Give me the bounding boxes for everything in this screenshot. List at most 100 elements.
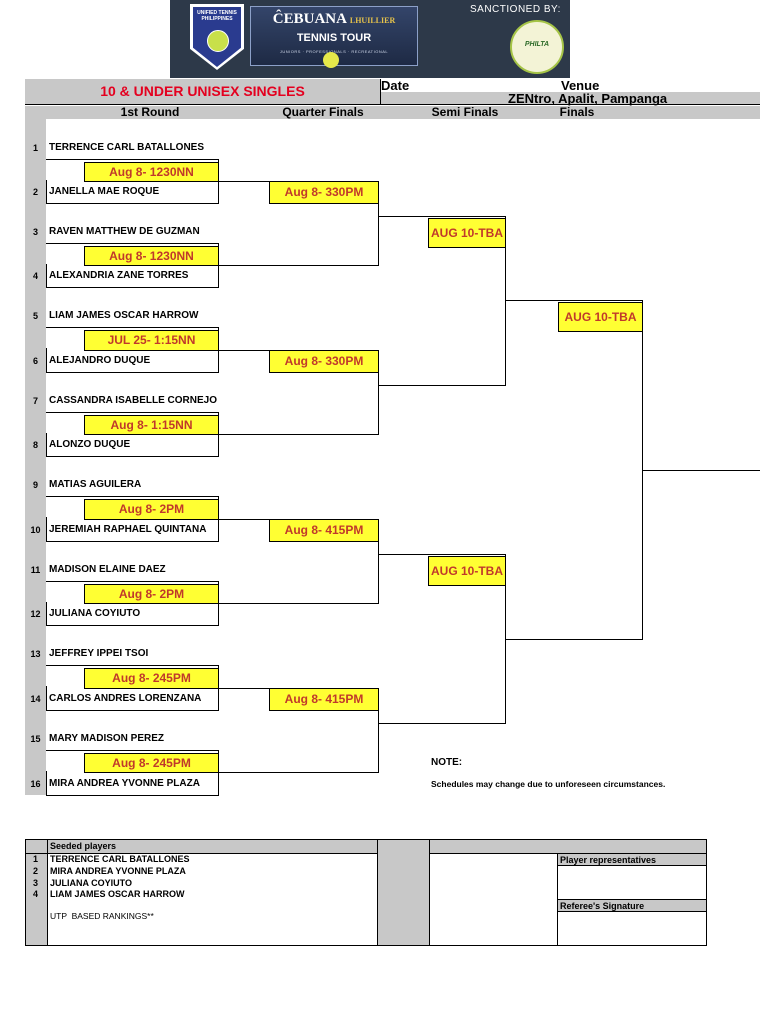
player-name: JEREMIAH RAPHAEL QUINTANA (49, 524, 207, 535)
bracket-line (46, 625, 218, 626)
player-number: 4 (32, 271, 38, 281)
note-text: Schedules may change due to unforeseen c… (431, 779, 666, 789)
player-number: 1 (32, 143, 38, 153)
bracket-line (378, 688, 379, 773)
seeded-players-table (25, 839, 707, 946)
round-header-1st-round: 1st Round (120, 105, 180, 119)
round-header-semi-finals: Semi Finals (431, 105, 499, 119)
bracket-line (218, 772, 378, 773)
philta-logo: PHILTA (510, 20, 564, 74)
player-name: CARLOS ANDRES LORENZANA (49, 693, 202, 704)
venue-label: Venue (561, 78, 600, 93)
bracket-line (46, 602, 47, 626)
bracket-line (505, 216, 506, 386)
bracket-line (46, 665, 218, 666)
seed-number: 3 (33, 878, 39, 888)
rankings-note: UTP BASED RANKINGS** (50, 911, 154, 921)
table-line (557, 865, 707, 866)
semifinal-schedule: AUG 10-TBA (428, 218, 506, 248)
quarterfinal-schedule: Aug 8- 415PM (269, 688, 379, 711)
player-reps-header (558, 854, 706, 865)
table-line (557, 899, 707, 900)
bracket-line (46, 348, 47, 373)
player-number: 6 (32, 356, 38, 366)
bracket-line (46, 541, 218, 542)
table-spacer-column (378, 840, 429, 945)
table-line (429, 839, 430, 946)
match-schedule: Aug 8- 1230NN (84, 162, 219, 182)
player-name: JEFFREY IPPEI TSOI (49, 648, 149, 659)
player-name: MARY MADISON PEREZ (49, 733, 165, 744)
bracket-line (378, 723, 505, 724)
player-number: 9 (32, 480, 38, 490)
table-line (377, 839, 378, 946)
bracket-line (46, 264, 47, 288)
bracket-line (46, 372, 218, 373)
player-number: 5 (32, 311, 38, 321)
bracket-line (46, 771, 47, 796)
title-row-divider (380, 79, 381, 104)
player-number: 14 (30, 694, 41, 704)
player-name: MATIAS AGUILERA (49, 479, 142, 490)
bracket-line (378, 554, 505, 555)
rounds-header-row (25, 106, 760, 119)
player-name: LIAM JAMES OSCAR HARROW (49, 310, 199, 321)
table-line (25, 853, 707, 854)
header-banner: UNIFIED TENNIS PHILIPPINES ĈEBUANA LHUIL… (170, 0, 570, 78)
match-schedule: Aug 8- 1:15NN (84, 415, 219, 435)
tennis-tour-title: TENNIS TOUR (296, 32, 372, 44)
seed-player-name: LIAM JAMES OSCAR HARROW (50, 889, 185, 899)
referee-signature-label: Referee's Signature (560, 901, 645, 911)
bracket-line (46, 581, 218, 582)
seed-number: 2 (33, 866, 39, 876)
quarterfinal-schedule: Aug 8- 330PM (269, 350, 379, 373)
quarterfinal-schedule: Aug 8- 330PM (269, 181, 379, 204)
seed-player-name: TERRENCE CARL BATALLONES (50, 854, 190, 864)
player-name: TERRENCE CARL BATALLONES (49, 142, 204, 153)
match-schedule: Aug 8- 245PM (84, 753, 219, 773)
player-name: MADISON ELAINE DAEZ (49, 564, 166, 575)
bracket-line (46, 433, 47, 457)
round-header-finals: Finals (559, 105, 595, 119)
bracket-line (46, 243, 218, 244)
player-name: ALEJANDRO DUQUE (49, 355, 151, 366)
bracket-line (218, 434, 378, 435)
player-number: 16 (30, 779, 41, 789)
bracket-line (46, 795, 218, 796)
bracket-line (378, 519, 379, 604)
sanctioned-by-label: SANCTIONED BY: (470, 4, 561, 15)
player-number: 12 (30, 609, 41, 619)
seed-player-name: MIRA ANDREA YVONNE PLAZA (50, 866, 186, 876)
bracket-line (46, 287, 218, 288)
final-schedule: AUG 10-TBA (558, 302, 643, 332)
player-name: RAVEN MATTHEW DE GUZMAN (49, 226, 200, 237)
match-schedule: Aug 8- 2PM (84, 584, 219, 604)
bracket-line (642, 470, 760, 471)
player-name: ALEXANDRIA ZANE TORRES (49, 270, 189, 281)
player-representatives-label: Player representatives (560, 855, 657, 865)
bracket-line (218, 750, 219, 796)
bracket-line (505, 639, 642, 640)
note-label: NOTE: (431, 757, 463, 768)
bracket-line (378, 216, 505, 217)
cebuana-tennis-tour-logo: ĈEBUANA LHUILLIER TENNIS TOUR JUNIORS · … (250, 6, 418, 66)
referee-header (558, 900, 706, 911)
player-number: 11 (30, 565, 41, 575)
bracket-line (46, 159, 218, 160)
table-line (557, 911, 707, 912)
match-schedule: Aug 8- 245PM (84, 668, 219, 689)
seed-number: 1 (33, 854, 39, 864)
seeded-players-label: Seeded players (50, 841, 117, 851)
seeded-table-header (26, 840, 706, 853)
player-number: 10 (30, 525, 41, 535)
table-line (47, 840, 48, 946)
player-number: 7 (32, 396, 38, 406)
semifinal-schedule: AUG 10-TBA (428, 556, 506, 586)
seed-number-column (25, 119, 46, 795)
event-title: 10 & UNDER UNISEX SINGLES (100, 83, 305, 99)
player-number: 3 (32, 227, 38, 237)
seed-number: 4 (33, 889, 39, 899)
utp-logo-text: UNIFIED TENNIS PHILIPPINES (197, 10, 237, 22)
bracket-line (46, 412, 218, 413)
header-divider (25, 104, 760, 105)
